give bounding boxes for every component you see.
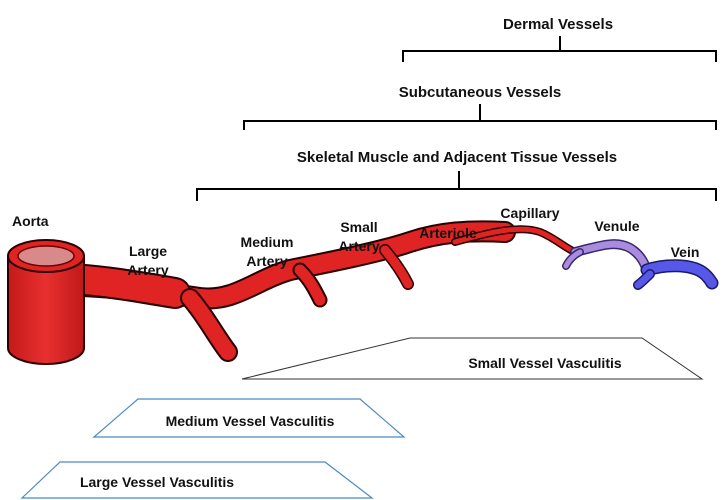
dermal-bracket xyxy=(403,36,716,62)
medium-artery-label-line2: Artery xyxy=(246,253,287,269)
subcutaneous-bracket xyxy=(244,104,716,130)
aorta-label: Aorta xyxy=(12,213,49,229)
medium-artery-label-line1: Medium xyxy=(241,234,294,250)
dermal-vessels-label: Dermal Vessels xyxy=(503,16,613,33)
skeletal-bracket xyxy=(197,171,716,201)
aorta-cylinder xyxy=(8,240,84,364)
large-artery-label-line1: Large xyxy=(129,243,167,259)
venule-label: Venule xyxy=(594,218,639,234)
small-artery-label-line1: Small xyxy=(340,219,377,235)
subcutaneous-vessels-label: Subcutaneous Vessels xyxy=(399,84,562,101)
large-artery-label-line2: Artery xyxy=(127,262,168,278)
skeletal-muscle-vessels-label: Skeletal Muscle and Adjacent Tissue Vess… xyxy=(297,149,617,166)
arteriole-label: Arteriole xyxy=(419,225,477,241)
large-vessel-vasculitis-label: Large Vessel Vasculitis xyxy=(80,474,234,490)
small-vessel-vasculitis-label: Small Vessel Vasculitis xyxy=(468,355,622,371)
small-artery-label-line2: Artery xyxy=(338,238,379,254)
capillary-label: Capillary xyxy=(500,205,559,221)
medium-vessel-vasculitis-label: Medium Vessel Vasculitis xyxy=(166,413,335,429)
vein-label: Vein xyxy=(671,244,700,260)
